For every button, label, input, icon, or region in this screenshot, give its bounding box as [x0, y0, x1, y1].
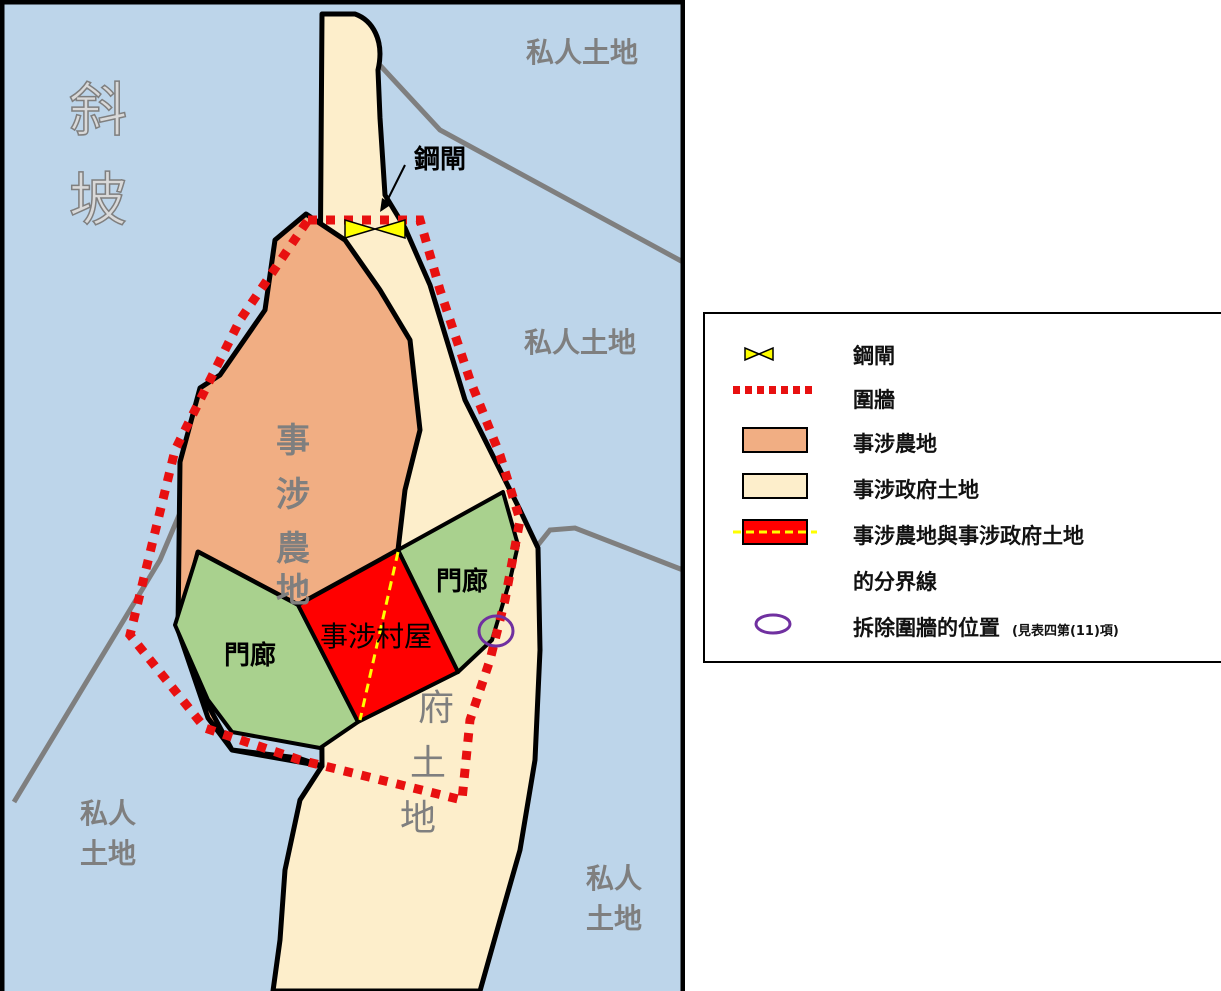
private-land-right-1: 私人 — [586, 862, 642, 895]
private-land-right-2: 土地 — [586, 902, 642, 935]
legend-farmland-swatch — [742, 427, 808, 453]
map-frame — [0, 0, 685, 991]
legend-removed-wall-text: 拆除圍牆的位置 — [853, 616, 1000, 640]
legend-row-boundary: 事涉農地與事涉政府土地 — [705, 514, 1221, 554]
slope-label-2: 坡 — [69, 166, 127, 234]
legend-gate-symbol — [744, 346, 774, 362]
gate-pointer-arrow — [384, 164, 406, 206]
slope-label-1: 斜 — [69, 76, 127, 144]
legend-gov-land-swatch — [742, 473, 808, 499]
removed-wall-marker — [477, 614, 515, 648]
farmland-area — [175, 211, 423, 769]
porch-left-label: 門廊 — [224, 640, 276, 671]
private-land-left-1: 私人 — [80, 797, 136, 830]
gov-land-char-3: 地 — [400, 798, 436, 839]
map-labels: 斜 坡 私人土地 私人土地 私人 土地 私人 土地 鋼閘 事 涉 農 地 府 土… — [68, 36, 642, 935]
farmland-char-2: 涉 — [276, 475, 310, 515]
legend-row-wall: 圍牆 — [705, 378, 1221, 418]
village-house-area — [296, 548, 460, 724]
legend-removed-wall-note: (見表四第(11)項) — [1012, 624, 1119, 639]
lot-line-right — [536, 525, 684, 573]
legend-gate-label: 鋼閘 — [853, 344, 895, 368]
steel-gate-symbol — [344, 218, 406, 240]
gate-bowtie — [344, 218, 406, 240]
gate-label: 鋼閘 — [413, 145, 466, 175]
legend-row-farmland: 事涉農地 — [705, 422, 1221, 462]
farmland-gov-boundary-line — [358, 551, 400, 721]
lot-line-top — [375, 60, 685, 265]
village-house-label: 事涉村屋 — [320, 620, 432, 653]
legend-wall-label: 圍牆 — [853, 388, 895, 412]
farmland-char-3: 農 — [276, 529, 310, 569]
private-land-label-top: 私人土地 — [526, 36, 638, 69]
legend-boundary-label: 事涉農地與事涉政府土地 — [853, 524, 1084, 548]
gov-land-char-1: 府 — [418, 688, 454, 729]
site-plan-map: 斜 坡 私人土地 私人土地 私人 土地 私人 土地 鋼閘 事 涉 農 地 府 土… — [0, 0, 685, 991]
gate-pointer-arrowhead — [380, 198, 392, 212]
legend-removed-wall-label: 拆除圍牆的位置 (見表四第(11)項) — [853, 612, 1119, 642]
gov-land-char-2: 土 — [410, 743, 446, 784]
legend-boundary-symbol — [733, 519, 817, 545]
legend-farmland-label: 事涉農地 — [853, 432, 937, 456]
legend-row-boundary-cont: 的分界線 — [705, 560, 1221, 600]
legend-row-gov-land: 事涉政府土地 — [705, 468, 1221, 508]
legend-row-gate: 鋼閘 — [705, 334, 1221, 374]
legend-box: 鋼閘 圍牆 事涉農地 事涉政府土地 事涉農地與事涉政府土地 的分界線 — [703, 312, 1221, 663]
farmland-char-4: 地 — [276, 571, 310, 611]
legend-wall-symbol — [733, 386, 817, 394]
legend-row-removed-wall: 拆除圍牆的位置 (見表四第(11)項) — [705, 606, 1221, 646]
legend-boundary-label-cont: 的分界線 — [853, 570, 937, 594]
legend-removed-wall-symbol — [754, 613, 792, 635]
private-land-label-mid: 私人土地 — [524, 326, 636, 359]
farmland-char-1: 事 — [276, 421, 310, 461]
porch-right-label: 門廊 — [436, 566, 488, 597]
private-land-left-2: 土地 — [80, 837, 136, 870]
legend-gov-land-label: 事涉政府土地 — [853, 478, 979, 502]
